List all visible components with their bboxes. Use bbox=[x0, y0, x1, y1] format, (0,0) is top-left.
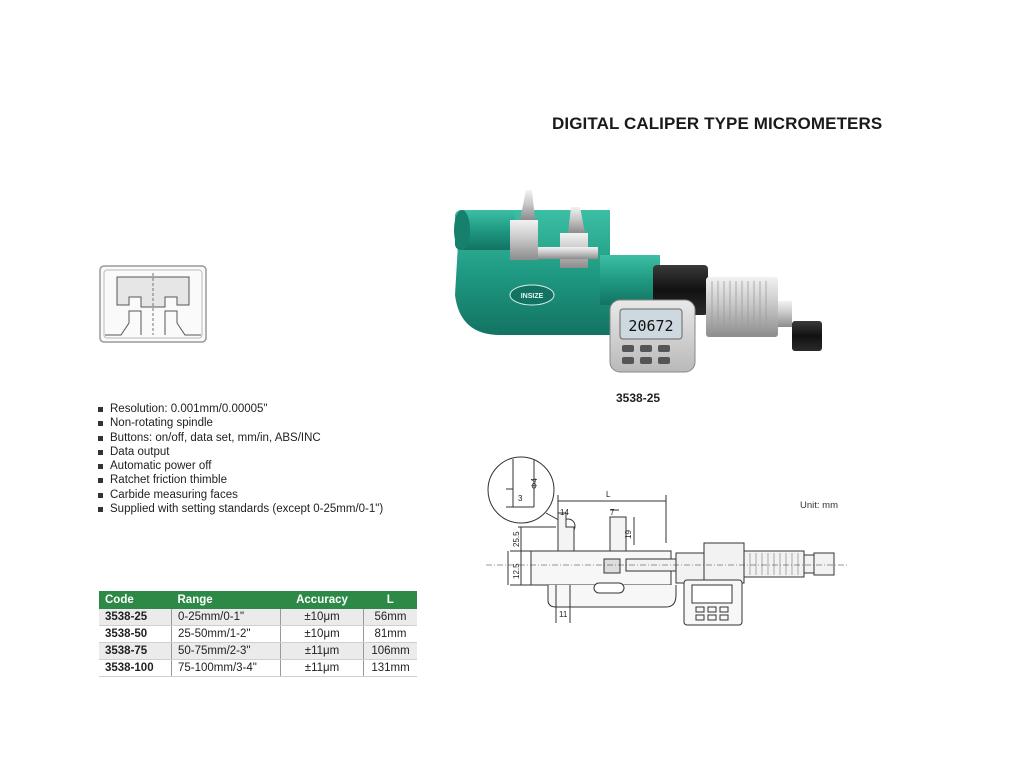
model-caption: 3538-25 bbox=[616, 391, 661, 405]
feature-item: Ratchet friction thimble bbox=[98, 473, 383, 487]
feature-item: Data output bbox=[98, 445, 383, 459]
lcd-reading: 20672 bbox=[628, 317, 673, 335]
cell-range: 75-100mm/3-4" bbox=[171, 659, 281, 677]
spec-table: Code Range Accuracy L 3538-25 0-25mm/0-1… bbox=[99, 591, 417, 677]
cell-accuracy: ±10μm bbox=[280, 625, 364, 643]
sleeve bbox=[600, 255, 660, 305]
technical-drawing: Φ4 3 L 14 7 19 25.5 12.5 11 bbox=[486, 456, 848, 626]
dim-14: 14 bbox=[560, 508, 569, 517]
jaw-thumbnail bbox=[99, 265, 207, 343]
ratchet bbox=[792, 321, 822, 351]
dim-12-5: 12.5 bbox=[512, 563, 521, 579]
spindle-bar bbox=[538, 247, 598, 259]
frame-barrel bbox=[455, 210, 515, 250]
dim-25-5: 25.5 bbox=[512, 531, 521, 547]
feature-item: Carbide measuring faces bbox=[98, 488, 383, 502]
dim-3: 3 bbox=[518, 494, 523, 503]
detail-circle bbox=[487, 456, 555, 524]
spec-table-header: Code Range Accuracy L bbox=[99, 591, 417, 609]
brand-label: INSIZE bbox=[521, 293, 544, 300]
lcd-screen bbox=[619, 308, 683, 340]
feature-item: Buttons: on/off, data set, mm/in, ABS/IN… bbox=[98, 431, 383, 445]
anvil-jaw bbox=[510, 220, 538, 260]
feature-item: Resolution: 0.001mm/0.00005" bbox=[98, 402, 383, 416]
cell-length: 106mm bbox=[363, 642, 417, 660]
panel-buttons bbox=[622, 345, 670, 364]
cell-code: 3538-75 bbox=[99, 642, 172, 660]
header-length: L bbox=[363, 591, 417, 609]
feature-item: Non-rotating spindle bbox=[98, 416, 383, 430]
dim-19: 19 bbox=[624, 530, 633, 539]
table-row: 3538-50 25-50mm/1-2" ±10μm 81mm bbox=[99, 625, 417, 643]
barrel-end bbox=[454, 210, 470, 250]
ratchet-neck bbox=[778, 301, 792, 327]
product-photo: 20672 INSIZE bbox=[454, 190, 822, 373]
table-row: 3538-25 0-25mm/0-1" ±10μm 56mm bbox=[99, 609, 417, 626]
cell-range: 0-25mm/0-1" bbox=[171, 609, 281, 626]
cell-range: 25-50mm/1-2" bbox=[171, 625, 281, 643]
cell-length: 56mm bbox=[363, 609, 417, 626]
cell-accuracy: ±11μm bbox=[280, 642, 364, 660]
table-row: 3538-100 75-100mm/3-4" ±11μm 131mm bbox=[99, 659, 417, 677]
header-code: Code bbox=[99, 591, 172, 609]
header-accuracy: Accuracy bbox=[280, 591, 364, 609]
dim-L: L bbox=[606, 490, 611, 499]
header-range: Range bbox=[171, 591, 281, 609]
spindle-tip bbox=[568, 207, 585, 233]
cell-accuracy: ±11μm bbox=[280, 659, 364, 677]
cell-accuracy: ±10μm bbox=[280, 609, 364, 626]
cell-code: 3538-25 bbox=[99, 609, 172, 626]
unit-label: Unit: mm bbox=[800, 500, 838, 511]
dim-7: 7 bbox=[610, 508, 615, 517]
feature-item: Automatic power off bbox=[98, 459, 383, 473]
brand-badge bbox=[509, 284, 555, 306]
cell-range: 50-75mm/2-3" bbox=[171, 642, 281, 660]
feature-list: Resolution: 0.001mm/0.00005" Non-rotatin… bbox=[98, 402, 383, 516]
feature-item: Supplied with setting standards (except … bbox=[98, 502, 383, 516]
table-row: 3538-75 50-75mm/2-3" ±11μm 106mm bbox=[99, 642, 417, 660]
cell-code: 3538-50 bbox=[99, 625, 172, 643]
cell-length: 81mm bbox=[363, 625, 417, 643]
anvil-tip bbox=[520, 190, 535, 220]
page-title: DIGITAL CALIPER TYPE MICROMETERS bbox=[552, 114, 883, 133]
cell-code: 3538-100 bbox=[99, 659, 172, 677]
dim-11: 11 bbox=[559, 610, 568, 619]
thimble-knurl bbox=[711, 281, 767, 333]
dim-phi4: Φ4 bbox=[530, 478, 539, 489]
cell-length: 131mm bbox=[363, 659, 417, 677]
